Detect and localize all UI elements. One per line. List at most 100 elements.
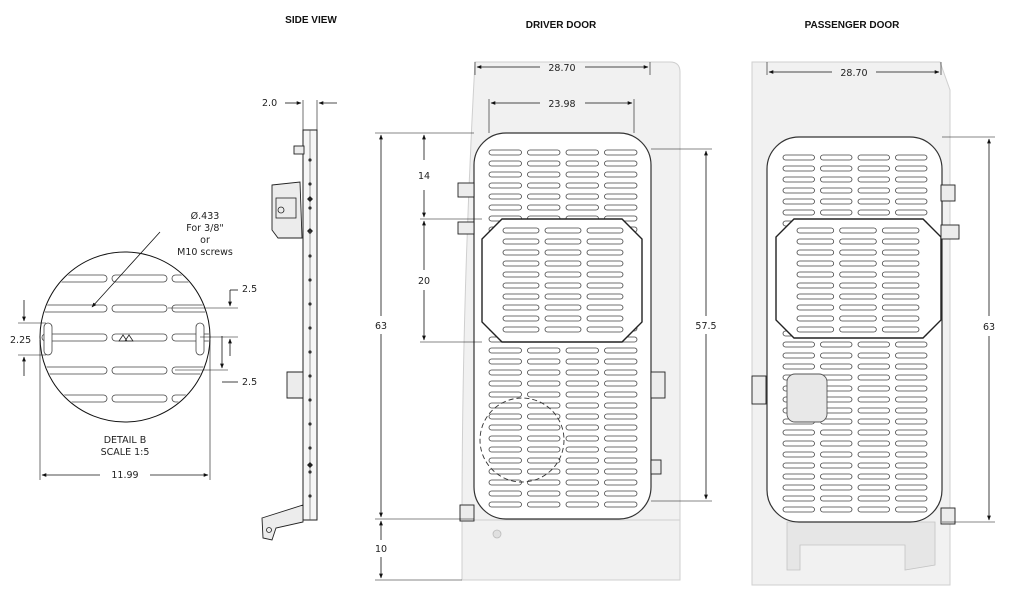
slot [565, 413, 599, 420]
slot [527, 501, 561, 508]
slot [604, 204, 638, 211]
slot [782, 484, 815, 491]
slot [782, 429, 815, 436]
slot [782, 506, 815, 513]
slot [565, 501, 599, 508]
slot [839, 271, 877, 278]
slot [488, 490, 522, 497]
slot [488, 424, 522, 431]
slot [527, 490, 561, 497]
slot [820, 352, 853, 359]
driver-insert-height-label: 20 [418, 276, 430, 287]
slot [857, 198, 890, 205]
side-hole [308, 350, 312, 354]
slot [502, 282, 540, 289]
slot [820, 176, 853, 183]
slot [488, 402, 522, 409]
slot-width-label: 2.25 [10, 335, 31, 346]
slot [604, 391, 638, 398]
pitch-top-label: 2.5 [242, 284, 257, 295]
slot [544, 282, 582, 289]
slot [604, 380, 638, 387]
slot [796, 326, 835, 333]
slot [820, 154, 853, 161]
detail-end-slot-left [43, 322, 53, 356]
slot [895, 176, 928, 183]
slot [488, 347, 522, 354]
hole-note-line1: Ø.433 [191, 211, 220, 222]
slot [857, 429, 890, 436]
slot [586, 326, 624, 333]
slot [111, 304, 168, 313]
slot [895, 473, 928, 480]
slot [895, 385, 928, 392]
slot [604, 171, 638, 178]
slot [586, 271, 624, 278]
detail-label: DETAIL B [104, 435, 147, 446]
slot [604, 193, 638, 200]
slot [796, 238, 835, 245]
slot [527, 149, 561, 156]
driver-bottom-offset-label: 10 [375, 544, 387, 555]
slot [544, 315, 582, 322]
hole-note-line4: M10 screws [177, 247, 233, 258]
slot [895, 352, 928, 359]
slot [41, 304, 108, 313]
slot [586, 227, 624, 234]
slot [857, 363, 890, 370]
slot [527, 193, 561, 200]
side-hole [308, 230, 312, 234]
slot [820, 462, 853, 469]
slot [527, 369, 561, 376]
slot [895, 418, 928, 425]
slot [857, 451, 890, 458]
driver-insert-panel [481, 218, 643, 343]
slot [604, 501, 638, 508]
slot [488, 204, 522, 211]
side-upper-bracket [271, 181, 303, 239]
slot [565, 402, 599, 409]
slot [895, 429, 928, 436]
slot [782, 462, 815, 469]
slot [41, 394, 108, 403]
slot [565, 380, 599, 387]
side-hole [308, 470, 312, 474]
slot [565, 358, 599, 365]
slot [881, 315, 920, 322]
slot [565, 347, 599, 354]
slot [502, 249, 540, 256]
slot [796, 282, 835, 289]
slot [839, 326, 877, 333]
detail-slots [41, 274, 209, 403]
side-hole [308, 446, 312, 450]
slot [488, 358, 522, 365]
slot [604, 347, 638, 354]
slot [527, 160, 561, 167]
hole-note-line3: or [200, 235, 210, 246]
slot [796, 260, 835, 267]
side-hole [308, 422, 312, 426]
slot [839, 260, 877, 267]
slot [586, 293, 624, 300]
slot [857, 176, 890, 183]
slot [488, 446, 522, 453]
slot [527, 391, 561, 398]
slot [527, 446, 561, 453]
slot [488, 457, 522, 464]
slot [895, 363, 928, 370]
slot [171, 274, 209, 283]
slot [857, 374, 890, 381]
hole-note: Ø.433 For 3/8" or M10 screws [91, 211, 233, 308]
slot [502, 315, 540, 322]
slot [565, 160, 599, 167]
slot [544, 293, 582, 300]
slot [544, 326, 582, 333]
slot [111, 394, 168, 403]
slot [586, 249, 624, 256]
slot [527, 457, 561, 464]
slot [895, 484, 928, 491]
slot [796, 271, 835, 278]
slot [895, 396, 928, 403]
driver-plate-width-label: 23.98 [548, 99, 575, 110]
slot [604, 468, 638, 475]
